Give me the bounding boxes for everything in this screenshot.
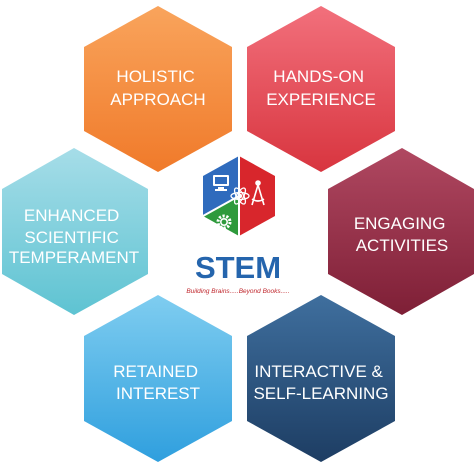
hexagon-holistic: HOLISTIC APPROACH — [84, 6, 232, 172]
hexagon-holistic-shape — [84, 6, 232, 172]
hexagon-retained: RETAINED INTEREST — [84, 295, 232, 462]
hexagon-scientific-shape — [2, 148, 148, 315]
hexagon-retained-label: RETAINED INTEREST — [113, 362, 202, 403]
hexagon-holistic-label: HOLISTIC APPROACH — [110, 67, 205, 109]
stem-tagline: Building Brains.....Beyond Books..... — [186, 288, 290, 295]
hexagon-interactive-shape — [247, 295, 395, 462]
hexagon-scientific: ENHANCED SCIENTIFIC TEMPERAMENT — [2, 148, 148, 315]
hexagon-interactive-label: INTERACTIVE & SELF-LEARNING — [253, 362, 388, 403]
hexagon-hands-on-label: HANDS-ON EXPERIENCE — [266, 67, 376, 109]
atom-icon — [230, 187, 250, 205]
hexagon-interactive: INTERACTIVE & SELF-LEARNING — [247, 295, 395, 462]
hexagon-engaging: ENGAGING ACTIVITIES — [328, 148, 474, 315]
compass-icon — [251, 180, 265, 206]
hexagon-hands-on: HANDS-ON EXPERIENCE — [247, 6, 395, 172]
hexagon-engaging-label: ENGAGING ACTIVITIES — [354, 214, 450, 255]
hexagon-scientific-label: ENHANCED SCIENTIFIC TEMPERAMENT — [9, 206, 139, 267]
stem-logo: STEM Building Brains.....Beyond Books...… — [186, 156, 290, 295]
stem-title: STEM — [195, 250, 281, 285]
computer-icon — [213, 175, 229, 191]
gear-icon — [216, 214, 232, 230]
hexagon-engaging-shape — [328, 148, 474, 315]
logo-red-section — [239, 156, 275, 236]
hexagon-retained-shape — [84, 295, 232, 462]
hexagon-hands-on-shape — [247, 6, 395, 172]
